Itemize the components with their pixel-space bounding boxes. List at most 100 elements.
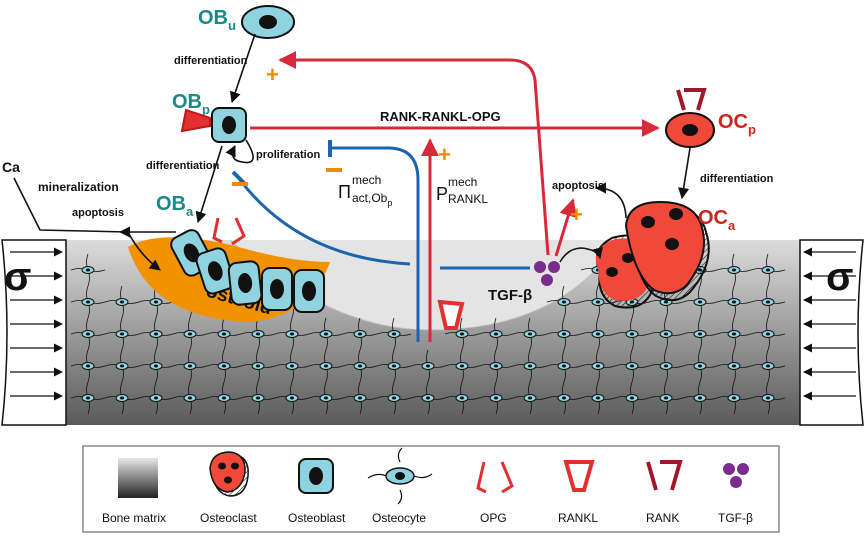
- label-differentiation-top: differentiation: [174, 55, 248, 67]
- osteocyte-nucleus: [358, 396, 362, 400]
- osteocyte-nucleus: [460, 364, 464, 368]
- label-differentiation-oc: differentiation: [700, 173, 774, 185]
- legend-rank-icon: [646, 460, 683, 491]
- ob-u-label: OB: [198, 7, 228, 29]
- plus-sign-tgf-ob: +: [266, 62, 279, 87]
- p-rankl-sup: mech: [448, 175, 477, 189]
- osteocyte-nucleus: [698, 364, 702, 368]
- osteoblast: [227, 260, 263, 306]
- plus-sign-p-rankl: +: [438, 142, 451, 167]
- label-differentiation-mid: differentiation: [146, 160, 220, 172]
- osteocyte-nucleus: [86, 332, 90, 336]
- arrow-tgf-to-ob-u: [278, 51, 550, 256]
- osteocyte-nucleus: [766, 300, 770, 304]
- osteocyte-nucleus: [86, 268, 90, 272]
- pi-mech-main: Π: [338, 182, 351, 202]
- osteocyte-nucleus: [732, 268, 736, 272]
- osteocyte-nucleus: [494, 364, 498, 368]
- osteocyte-nucleus: [290, 332, 294, 336]
- osteocyte-nucleus: [392, 332, 396, 336]
- pi-mech-subsub: p: [387, 198, 392, 208]
- legend-osteoblast-icon: [298, 458, 334, 494]
- osteocyte-nucleus: [120, 332, 124, 336]
- osteocyte-nucleus: [630, 364, 634, 368]
- plus-sign-tgf-apoptosis: +: [570, 202, 583, 227]
- svg-text:OCa: OCa: [698, 207, 736, 233]
- osteocyte-nucleus: [732, 332, 736, 336]
- osteocyte-nucleus: [120, 300, 124, 304]
- svg-text:OBu: OBu: [198, 7, 236, 33]
- legend-osteoclast-icon: [209, 451, 249, 497]
- label-rank-rankl-opg: RANK-RANKL-OPG: [380, 109, 501, 124]
- osteocyte-nucleus: [256, 364, 260, 368]
- arrow-tgf-oc-apoptosis: [554, 198, 577, 257]
- arrow-tgf-to-ob-a: [238, 179, 530, 270]
- osteocyte-nucleus: [664, 332, 668, 336]
- proliferation-loop-arrow: [225, 139, 254, 164]
- osteocyte-nucleus: [766, 268, 770, 272]
- oc-p-sub: p: [748, 122, 756, 137]
- osteocyte-nucleus: [528, 364, 532, 368]
- arrow-ob-u-to-ob-p: [229, 33, 256, 104]
- osteocyte-nucleus: [596, 332, 600, 336]
- osteocyte-nucleus: [426, 396, 430, 400]
- left-load-plate: [1, 239, 67, 426]
- oc-a-sub: a: [728, 218, 736, 233]
- osteocyte-nucleus: [460, 396, 464, 400]
- legend-rankl-icon: [563, 460, 595, 492]
- ob-a-cells: [170, 229, 325, 313]
- osteocyte-nucleus: [732, 300, 736, 304]
- p-rankl-sub: RANKL: [448, 192, 488, 206]
- osteocyte-nucleus: [766, 332, 770, 336]
- osteocyte-nucleus: [732, 364, 736, 368]
- osteocyte-nucleus: [596, 396, 600, 400]
- osteocyte-nucleus: [120, 396, 124, 400]
- osteocyte-nucleus: [154, 300, 158, 304]
- legend-bone-matrix-swatch: [118, 458, 158, 498]
- oc-p-label: OC: [718, 111, 748, 133]
- osteocyte-nucleus: [664, 300, 668, 304]
- arrow-pi-mech-to-ob-p: [332, 146, 420, 342]
- oc-p-rank-icon: [676, 88, 707, 111]
- osteocyte-nucleus: [528, 396, 532, 400]
- osteocyte-nucleus: [766, 364, 770, 368]
- sigma-left-label: σ: [4, 255, 31, 299]
- legend-label-opg: OPG: [480, 511, 507, 525]
- osteocyte-nucleus: [460, 332, 464, 336]
- legend-tgf-beta-icon: [723, 463, 749, 488]
- arrow-oc-a-apoptosis: [594, 182, 627, 219]
- osteocyte-nucleus: [630, 332, 634, 336]
- osteocyte-nucleus: [358, 364, 362, 368]
- osteocyte-nucleus: [86, 396, 90, 400]
- osteocyte-nucleus: [222, 332, 226, 336]
- osteocyte-nucleus: [188, 396, 192, 400]
- arrow-oc-p-to-oc-a: [678, 147, 691, 200]
- legend-label-tgf-beta: TGF-β: [718, 511, 753, 525]
- legend-label-rankl: RANKL: [558, 511, 598, 525]
- ob-a-label: OB: [156, 193, 186, 215]
- sigma-right-label: σ: [826, 255, 853, 299]
- oc-p-cell: [665, 88, 715, 148]
- osteocyte-nucleus: [324, 332, 328, 336]
- osteocyte-nucleus: [392, 396, 396, 400]
- osteocyte-nucleus: [154, 364, 158, 368]
- oc-a-cell: [595, 200, 710, 309]
- p-rankl-main: P: [436, 184, 448, 204]
- arrow-ob-p-to-ob-a: [195, 145, 223, 224]
- osteocyte-nucleus: [596, 300, 600, 304]
- arrow-tgf-loop: [559, 246, 603, 263]
- ob-p-rankl-icon: [180, 108, 211, 133]
- osteocyte-nucleus: [562, 396, 566, 400]
- ob-a-opg-icon: [212, 217, 246, 246]
- label-proliferation: proliferation: [256, 149, 320, 161]
- osteocyte-nucleus: [256, 332, 260, 336]
- svg-text:OCp: OCp: [718, 111, 756, 137]
- osteocyte-nucleus: [562, 364, 566, 368]
- legend: Bone matrix Osteoclast Osteoblast Osteoc…: [82, 445, 780, 533]
- label-apoptosis-oc: apoptosis: [552, 180, 604, 192]
- osteocyte-nucleus: [324, 396, 328, 400]
- osteocyte-nucleus: [392, 364, 396, 368]
- osteocyte-nucleus: [154, 332, 158, 336]
